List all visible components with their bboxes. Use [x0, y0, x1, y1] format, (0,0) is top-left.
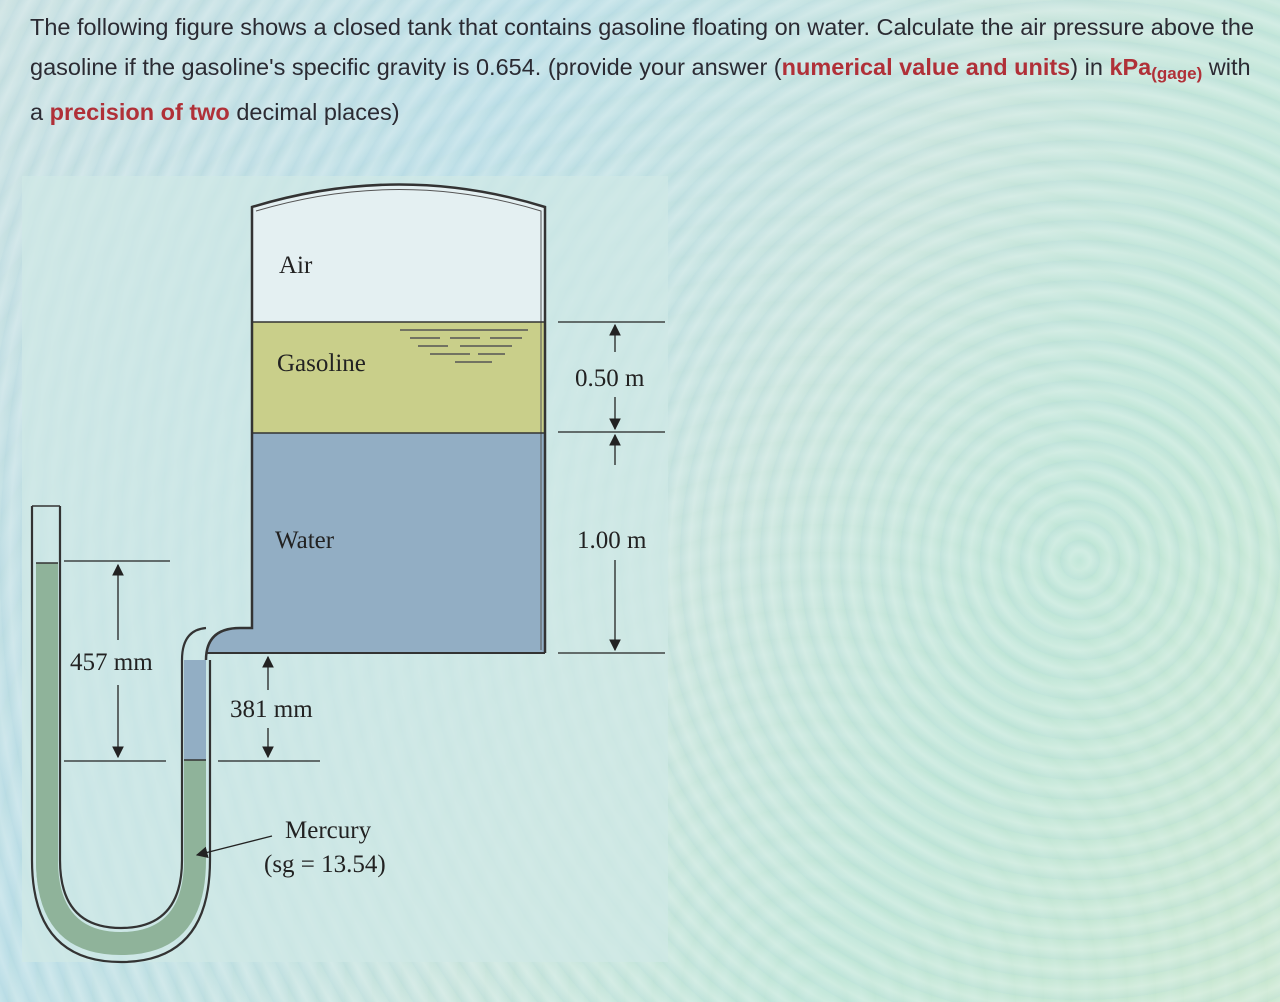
air-region — [252, 184, 545, 322]
highlight-gage: (gage) — [1151, 63, 1203, 83]
highlight-kpa: kPa — [1109, 53, 1152, 80]
water-region — [252, 433, 545, 653]
dimension-left — [64, 560, 320, 859]
gasoline-region — [252, 322, 545, 433]
label-mercury: Mercury — [285, 817, 372, 844]
highlight-precision: precision of two — [49, 99, 230, 125]
question-text-part: with a — [30, 53, 1251, 126]
tank-outline — [204, 183, 547, 661]
question-text-part: The following figure shows a closed tank… — [30, 14, 1255, 80]
label-dim-water: 1.00 m — [577, 527, 647, 554]
free-surface-symbol — [400, 329, 528, 363]
label-air: Air — [279, 252, 313, 279]
u-tube-inner — [58, 506, 207, 930]
mercury-bend-fill — [36, 860, 206, 955]
question-text-part: ) in — [1070, 53, 1110, 80]
tank-outline-inner — [255, 189, 542, 650]
dimension-right — [558, 321, 665, 654]
question-text: The following figure shows a closed tank… — [30, 8, 1260, 133]
u-tube-outer — [30, 506, 212, 964]
question-text-part: decimal places) — [229, 99, 400, 125]
label-dim-gasoline: 0.50 m — [575, 365, 645, 392]
label-gasoline: Gasoline — [277, 350, 366, 377]
label-water: Water — [275, 527, 335, 554]
tube-water — [184, 660, 206, 760]
label-dim-right: 381 mm — [230, 696, 313, 723]
label-mercury-sg: (sg = 13.54) — [264, 851, 386, 878]
label-dim-left: 457 mm — [70, 649, 153, 676]
mercury-left-fill — [36, 563, 58, 863]
highlight-numerical-value: numerical value and units — [781, 53, 1071, 80]
mercury-right-fill — [184, 760, 206, 860]
